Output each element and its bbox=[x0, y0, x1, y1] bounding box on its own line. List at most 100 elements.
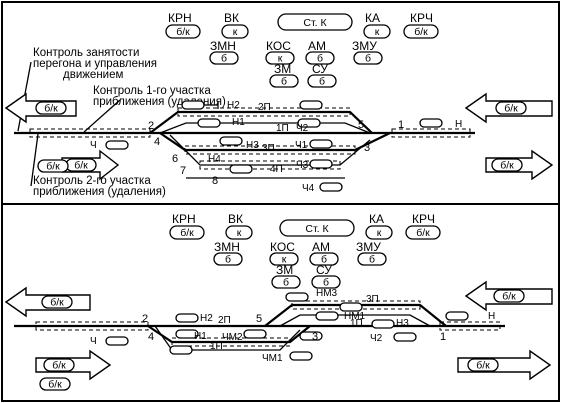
sig-n-b: Н bbox=[488, 311, 495, 322]
sig-n: Н bbox=[455, 119, 462, 130]
sig-n2: Н2 bbox=[227, 100, 240, 111]
button-zmu[interactable]: б bbox=[353, 51, 383, 65]
button-zm[interactable]: б bbox=[269, 74, 299, 88]
top-panel: КРН ВК КА КРЧ б/к к Ст. К к б/к ЗМН КОС … bbox=[4, 11, 554, 198]
label-ka-b: КА bbox=[369, 212, 384, 226]
sig-ch2-b: Ч2 bbox=[370, 333, 383, 344]
sig-ch-b: Ч bbox=[90, 336, 97, 347]
bottom-panel: КРН ВК КА КРЧ б/к к Ст. К к б/к ЗМН КОС … bbox=[4, 212, 553, 391]
sig-n1: Н1 bbox=[232, 117, 245, 128]
svg-text:б/к: б/к bbox=[44, 103, 58, 115]
sig-ch3: Ч3 bbox=[296, 160, 309, 171]
sig-ch4: Ч4 bbox=[302, 183, 315, 194]
num-2: 2 bbox=[148, 120, 154, 132]
sig-4p: 4П bbox=[270, 164, 283, 175]
svg-text:б: б bbox=[283, 277, 289, 289]
label-krn: КРН bbox=[168, 11, 192, 25]
button-su[interactable]: б bbox=[307, 74, 337, 88]
sig-chm1-b: ЧМ1 bbox=[262, 353, 283, 364]
note-occupancy-line1: Контроль занятости bbox=[33, 47, 139, 59]
svg-text:б/к: б/к bbox=[74, 160, 88, 172]
label-zm-b: ЗМ bbox=[276, 263, 293, 277]
label-zmu: ЗМУ bbox=[352, 39, 377, 53]
arrow-right-lower-right-b[interactable]: б/к bbox=[457, 349, 552, 381]
sig-nm1-b: НМ1 bbox=[344, 311, 366, 322]
sig-n3-b: Н3 bbox=[396, 318, 409, 329]
sig-3p-b: 3П bbox=[366, 294, 379, 305]
button-su-b[interactable]: б bbox=[311, 275, 341, 289]
svg-text:к: к bbox=[282, 254, 287, 266]
svg-text:б: б bbox=[317, 53, 323, 65]
button-station-control[interactable]: Ст. К bbox=[277, 13, 353, 31]
arrow-right-lower-left-b[interactable]: б/к bbox=[35, 349, 112, 381]
button-bottom-bk[interactable]: б/к bbox=[39, 377, 71, 391]
sig-2p-b: 2П bbox=[218, 315, 231, 326]
button-vk[interactable]: к bbox=[221, 24, 249, 39]
num-1-b: 1 bbox=[440, 331, 446, 343]
sig-3p: 3П bbox=[262, 143, 275, 154]
svg-text:к: к bbox=[375, 26, 380, 38]
arrow-left-upper[interactable]: б/к bbox=[4, 92, 77, 124]
svg-text:б/к: б/к bbox=[46, 161, 60, 173]
arrow-left-upper-right[interactable]: б/к bbox=[464, 92, 553, 124]
button-zmn-b[interactable]: б bbox=[213, 252, 243, 266]
svg-text:б: б bbox=[281, 76, 287, 88]
label-kos-b: КОС bbox=[270, 240, 295, 254]
num-3-b: 3 bbox=[312, 331, 318, 343]
sig-ch1: Ч1 bbox=[295, 140, 308, 151]
arrow-left-upper-b[interactable]: б/к bbox=[4, 286, 91, 318]
arrow-right-lower-right[interactable]: б/к bbox=[485, 149, 554, 181]
button-bottom-bk-top[interactable]: б/к bbox=[37, 159, 69, 173]
svg-text:Ст. К: Ст. К bbox=[305, 223, 329, 235]
svg-text:к: к bbox=[237, 227, 242, 239]
num-8: 8 bbox=[212, 175, 218, 187]
svg-text:б: б bbox=[225, 254, 231, 266]
button-am[interactable]: б bbox=[305, 51, 335, 65]
note-approach2-line2: приближения (удаления) bbox=[33, 186, 166, 198]
num-3: 3 bbox=[364, 142, 370, 154]
button-kos[interactable]: к bbox=[265, 51, 295, 65]
svg-text:б/к: б/к bbox=[504, 103, 518, 115]
svg-text:б: б bbox=[221, 53, 227, 65]
sig-n4: Н4 bbox=[208, 154, 221, 165]
button-zmn[interactable]: б bbox=[209, 51, 239, 65]
sig-n1-b: Н1 bbox=[194, 331, 207, 342]
button-am-b[interactable]: б bbox=[309, 252, 339, 266]
note-occupancy-line2: перегона и управления bbox=[33, 58, 157, 70]
button-zm-b[interactable]: б bbox=[271, 275, 301, 289]
button-krch-b[interactable]: б/к bbox=[405, 225, 441, 240]
svg-text:б/к: б/к bbox=[502, 291, 516, 303]
button-ka[interactable]: к bbox=[363, 24, 391, 39]
sig-n2-b: Н2 bbox=[200, 313, 213, 324]
label-am-b: АМ bbox=[312, 240, 330, 254]
button-vk-b[interactable]: к bbox=[225, 225, 253, 240]
num-7: 7 bbox=[180, 165, 186, 177]
svg-text:б/к: б/к bbox=[52, 360, 66, 372]
svg-text:к: к bbox=[377, 227, 382, 239]
svg-text:б/к: б/к bbox=[180, 227, 194, 239]
label-krn-b: КРН bbox=[172, 212, 196, 226]
button-ka-b[interactable]: к bbox=[365, 225, 393, 240]
sig-nm3-b: НМ3 bbox=[316, 288, 338, 299]
svg-text:Ст. К: Ст. К bbox=[303, 17, 327, 29]
num-2-b: 2 bbox=[142, 313, 148, 325]
svg-text:б/к: б/к bbox=[50, 297, 64, 309]
button-krch[interactable]: б/к bbox=[403, 24, 439, 39]
label-krch-b: КРЧ bbox=[412, 212, 435, 226]
svg-text:б: б bbox=[369, 254, 375, 266]
arrow-left-upper-right-b[interactable]: б/к bbox=[464, 280, 553, 312]
arrow-right-lower-left[interactable]: б/к bbox=[61, 149, 120, 181]
sig-1p2-b: 1П bbox=[210, 341, 223, 352]
sig-1p-b: 1П bbox=[350, 318, 363, 329]
button-krn-b[interactable]: б/к bbox=[169, 225, 205, 240]
button-zmu-b[interactable]: б bbox=[357, 252, 387, 266]
button-station-control-b[interactable]: Ст. К bbox=[279, 219, 355, 237]
button-krn[interactable]: б/к bbox=[165, 24, 201, 39]
num-4: 4 bbox=[154, 136, 160, 148]
button-kos-b[interactable]: к bbox=[269, 252, 299, 266]
sig-ch: Ч bbox=[90, 140, 97, 151]
svg-text:б/к: б/к bbox=[416, 227, 430, 239]
note-approach2-line1: Контроль 2-го участка bbox=[33, 175, 151, 187]
svg-text:б: б bbox=[323, 277, 329, 289]
